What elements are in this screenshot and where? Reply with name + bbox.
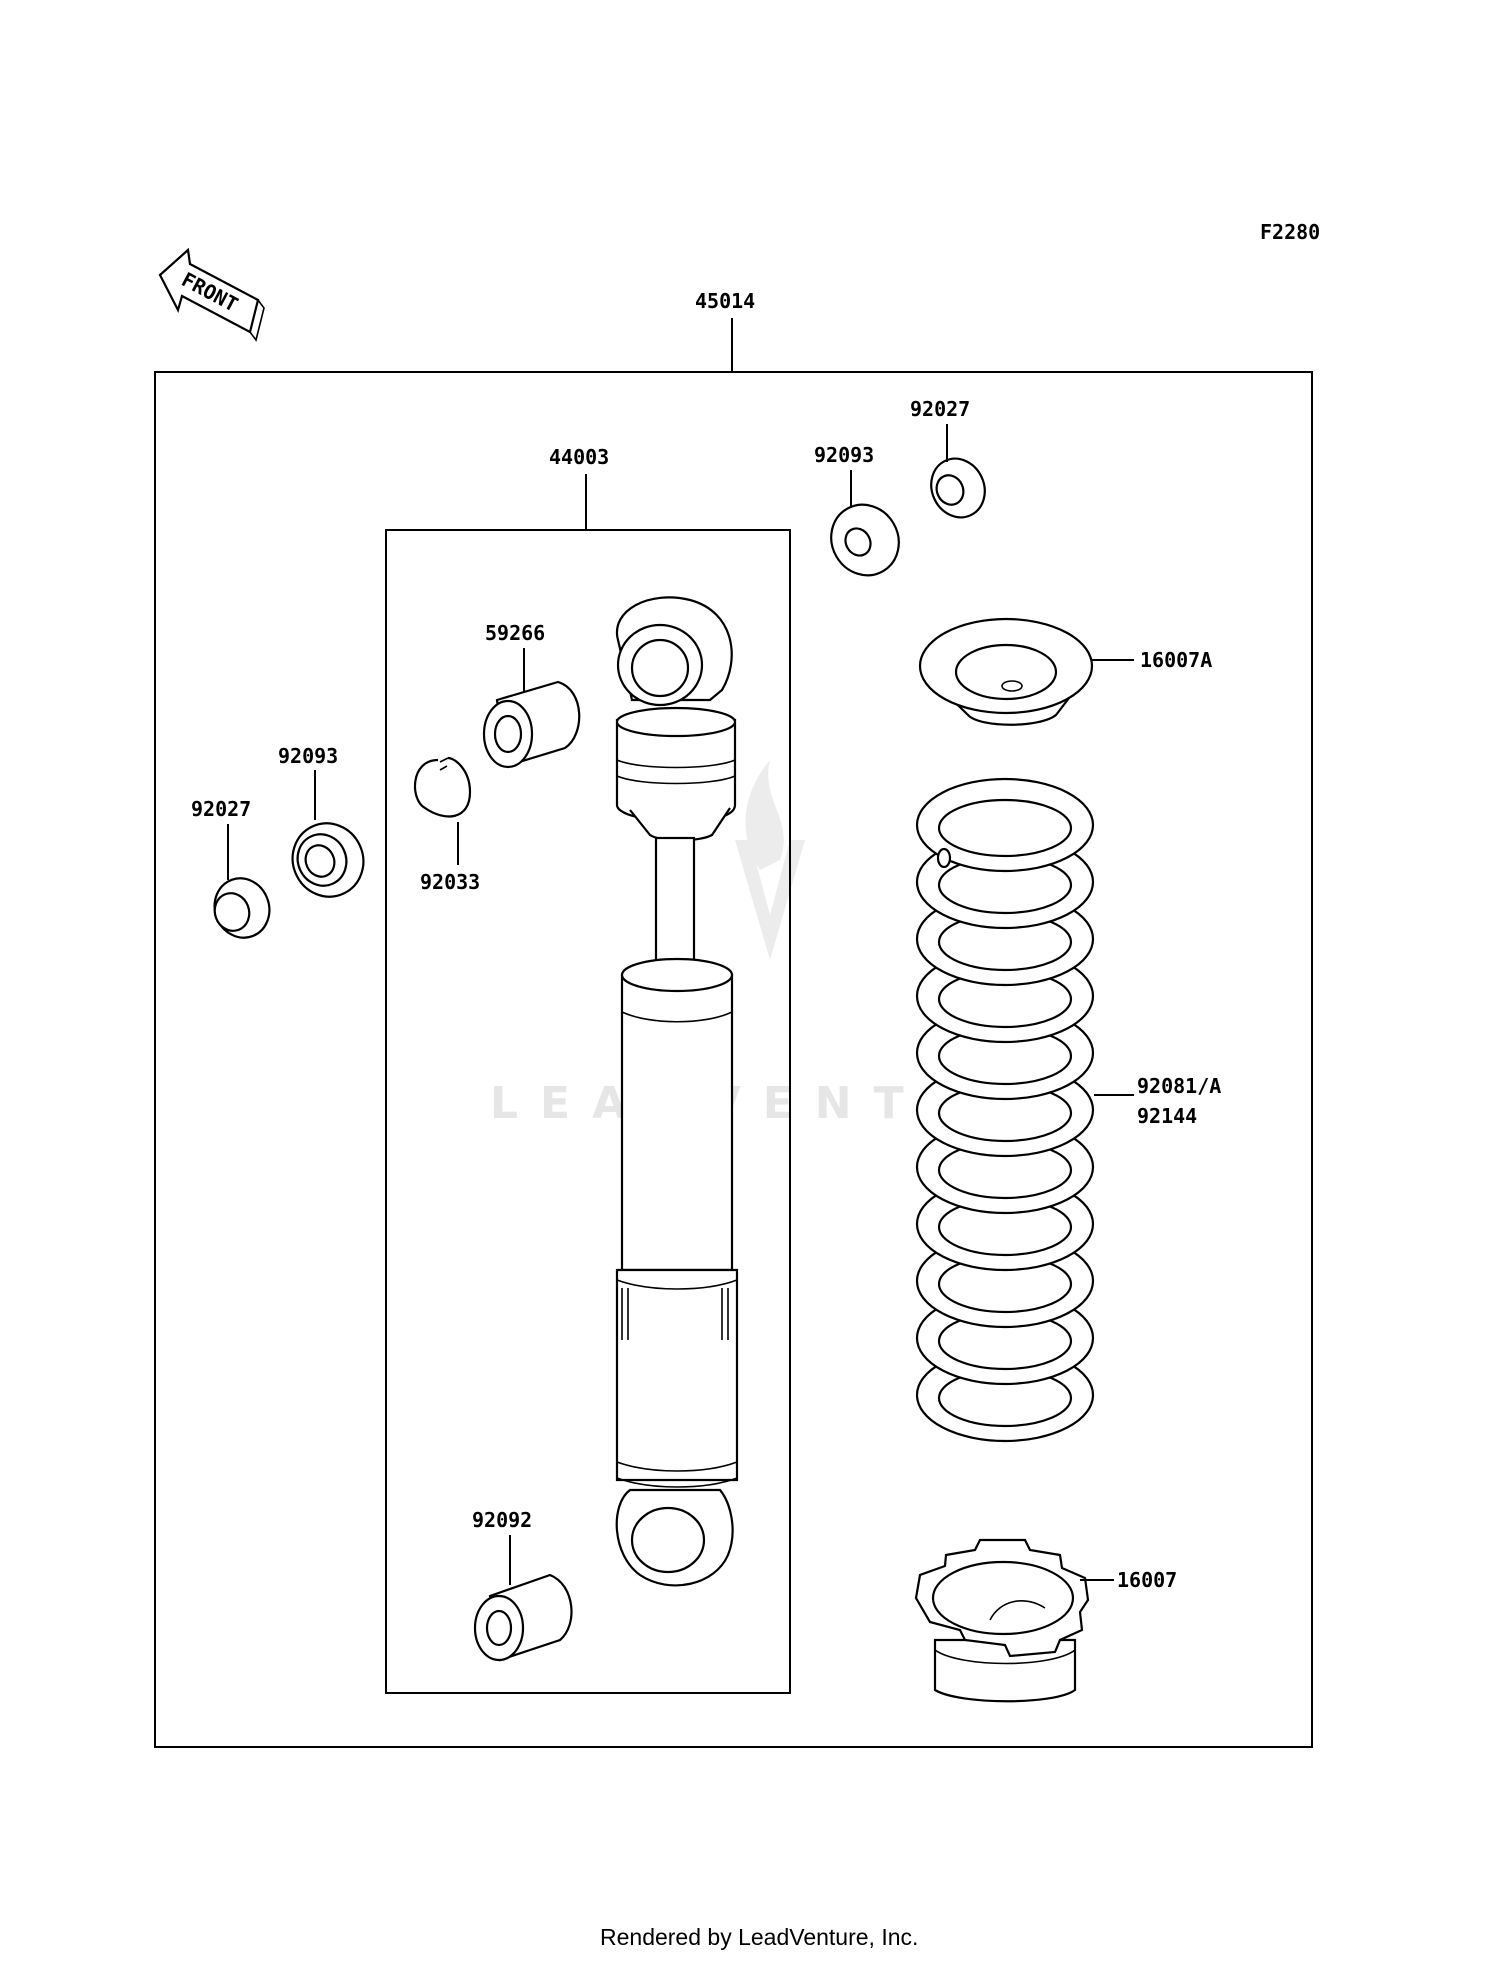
label-bushing-top: 59266: [485, 621, 545, 645]
spring-end: [936, 847, 952, 869]
watermark-logo: [735, 760, 805, 960]
spring-coil-inner: [937, 798, 1073, 858]
spring-seat: [918, 617, 1094, 726]
label-assembly: 45014: [695, 289, 755, 313]
collar-right: [930, 457, 986, 519]
label-seal-right: 92093: [814, 443, 874, 467]
coil-spring: [915, 777, 1095, 1443]
seal-left: [291, 822, 365, 898]
front-arrow-icon: FRONT: [158, 247, 265, 342]
label-circlip: 92033: [420, 870, 480, 894]
diagram-code: F2280: [1260, 220, 1320, 244]
label-seal-left: 92093: [278, 744, 338, 768]
label-spring-seat: 16007A: [1140, 648, 1212, 672]
label-collar-left: 92027: [191, 797, 251, 821]
label-adjuster-nut: 16007: [1117, 1568, 1177, 1592]
label-spring-b: 92144: [1137, 1104, 1197, 1128]
seal-right: [830, 503, 900, 577]
collar-left: [213, 877, 271, 939]
label-collar-right: 92027: [910, 397, 970, 421]
assembly-frame: [154, 371, 1313, 1748]
label-spring-a: 92081/A: [1137, 1074, 1221, 1098]
bushing-top: [482, 680, 581, 769]
circlip: [413, 756, 472, 818]
shock-absorber: [615, 596, 739, 1587]
shock-frame: [385, 529, 791, 1694]
label-shock: 44003: [549, 445, 609, 469]
label-bushing-bottom: 92092: [472, 1508, 532, 1532]
adjuster-nut: [914, 1538, 1090, 1703]
footer-credit: Rendered by LeadVenture, Inc.: [600, 1924, 918, 1950]
bushing-bottom: [473, 1573, 573, 1662]
